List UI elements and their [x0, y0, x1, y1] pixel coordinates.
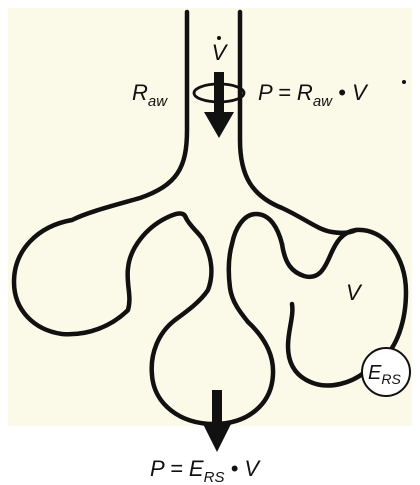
resistive-flow-dot-icon — [402, 80, 406, 84]
middle-lobe-left — [149, 215, 276, 427]
resistance-symbol: R — [132, 80, 148, 105]
airway-lung-outline — [11, 9, 409, 427]
trachea-right-wall — [237, 9, 359, 236]
right-lobe-lower — [285, 301, 368, 388]
resistance-subscript: aw — [148, 93, 168, 110]
resistance-label: Raw — [132, 80, 168, 110]
resistive-eq-rhs: • V — [332, 80, 369, 105]
flow-label: V — [212, 40, 229, 65]
elastance-label: ERS — [368, 362, 401, 387]
pressure-arrow-icon — [202, 390, 232, 452]
trachea-left-wall — [11, 9, 190, 337]
resistive-eq-subscript: aw — [313, 93, 333, 110]
elastic-eq-subscript: RS — [204, 469, 225, 485]
middle-lobe-right — [226, 211, 285, 325]
elastance-circle-icon — [361, 347, 411, 397]
elastance-subscript: RS — [381, 371, 401, 387]
resistive-eq-lhs: P = R — [258, 80, 313, 105]
volume-label: V — [346, 280, 363, 305]
flow-arrow-icon — [204, 72, 234, 138]
flow-dot-icon — [217, 36, 221, 40]
elastic-pressure-equation: P = ERS • V — [150, 456, 261, 485]
elastance-symbol: E — [368, 362, 382, 384]
elastic-eq-rhs: • V — [224, 456, 261, 481]
resistive-pressure-equation: P = Raw • V — [258, 80, 369, 110]
background-panel — [8, 8, 412, 426]
elastic-eq-lhs: P = E — [150, 456, 204, 481]
